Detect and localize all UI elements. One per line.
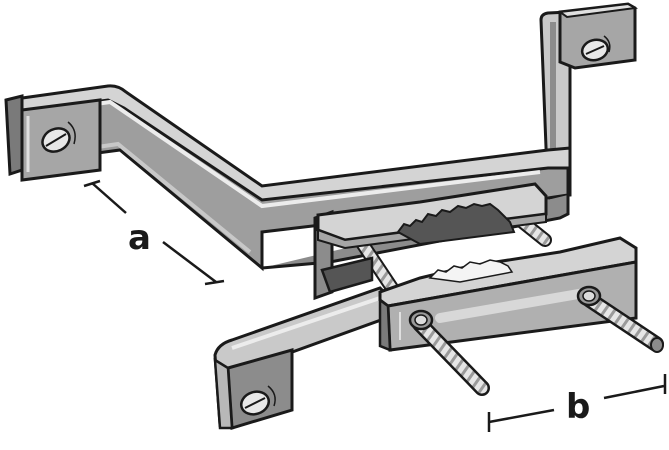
mount-plate-lower [213, 286, 394, 430]
dimension-a: a [83, 179, 225, 286]
screw-icon [240, 385, 276, 416]
threaded-rod-left [408, 309, 490, 396]
dimension-a-label: a [128, 218, 151, 258]
threaded-rod-right [576, 285, 664, 353]
mount-plate-left [4, 94, 102, 182]
pipe-clamp [313, 182, 664, 396]
clamp-jaw-lower [378, 236, 638, 352]
screw-icon [41, 121, 76, 153]
dimension-b: b [487, 374, 667, 432]
screw-icon [580, 35, 611, 62]
clamp-jaw-upper [316, 182, 548, 250]
dimension-b-label: b [566, 387, 590, 427]
